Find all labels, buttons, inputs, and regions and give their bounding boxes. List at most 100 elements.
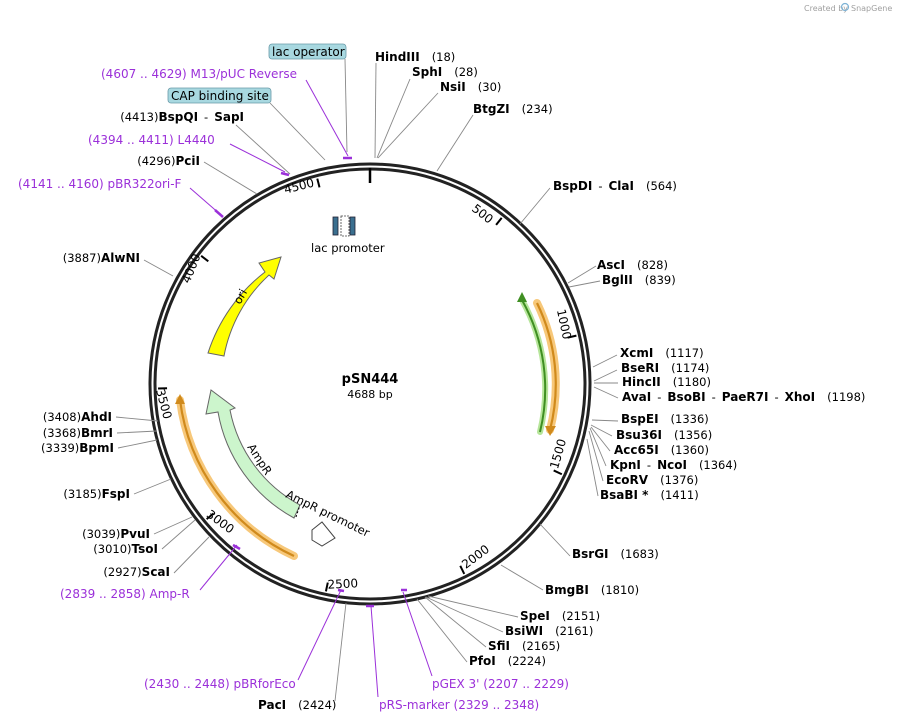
enzyme-connector	[567, 265, 597, 284]
enzyme-connector	[589, 427, 607, 467]
primer-label[interactable]: pGEX 3' (2207 .. 2229)	[432, 677, 569, 691]
enzyme-name: PfoI	[469, 654, 496, 668]
enzyme-site-label[interactable]: BsiWI(2161)	[505, 624, 593, 638]
enzyme-name: TsoI	[132, 542, 158, 556]
enzyme-name: Bsu36I	[616, 428, 662, 442]
lac-promoter-feature[interactable]	[332, 216, 339, 236]
enzyme-site-label[interactable]: EcoRV(1376)	[606, 473, 698, 487]
enzyme-position: (839)	[645, 273, 676, 287]
lac-operator-feature[interactable]	[349, 216, 356, 236]
enzyme-site-label[interactable]: BspDI-ClaI(564)	[553, 179, 677, 193]
enzyme-site-label[interactable]: BseRI(1174)	[621, 361, 709, 375]
enzyme-name: BspQI	[159, 110, 199, 124]
enzyme-position: (4296)	[137, 154, 175, 168]
primer-label[interactable]: (4607 .. 4629) M13/pUC Reverse	[101, 67, 297, 81]
enzyme-name: XhoI	[785, 390, 816, 404]
enzyme-site-label[interactable]: PacI(2424)	[258, 698, 336, 712]
primer-arc-left	[178, 399, 295, 557]
enzyme-position: (28)	[454, 65, 478, 79]
primer-label[interactable]: (2839 .. 2858) Amp-R	[60, 587, 190, 601]
enzyme-position: (3368)	[43, 426, 81, 440]
enzyme-connector	[590, 424, 613, 437]
primer-label[interactable]: (4141 .. 4160) pBR322ori-F	[18, 177, 182, 191]
scale-tick	[324, 582, 329, 592]
enzyme-name: BglII	[602, 273, 633, 287]
enzyme-connector	[203, 161, 258, 195]
enzyme-site-label[interactable]: (3010)TsoI	[93, 542, 158, 556]
enzyme-position: (564)	[646, 179, 677, 193]
enzyme-name: BsiWI	[505, 624, 543, 638]
enzyme-connector	[377, 92, 439, 159]
enzyme-site-label[interactable]: (2927)ScaI	[103, 565, 170, 579]
enzyme-site-label[interactable]: (3887)AlwNI	[63, 251, 140, 265]
enzyme-position: (2224)	[508, 654, 546, 668]
credit-brand: SnapGene	[851, 4, 892, 13]
primer-label[interactable]: (2430 .. 2448) pBRforEco	[144, 677, 296, 691]
enzyme-name: NsiI	[440, 80, 466, 94]
enzyme-site-label[interactable]: Acc65I(1360)	[614, 443, 709, 457]
enzyme-site-label[interactable]: Bsu36I(1356)	[616, 428, 712, 442]
enzyme-site-label[interactable]: BspEI (1336)	[621, 412, 709, 426]
ampr-feature[interactable]	[205, 389, 301, 519]
ampr-promoter-feature[interactable]	[311, 521, 336, 547]
enzyme-name: PaeR7I	[722, 390, 769, 404]
enzyme-site-label[interactable]: (3368)BmrI	[43, 426, 113, 440]
enzyme-site-label[interactable]: BsrGI(1683)	[572, 547, 659, 561]
enzyme-site-label[interactable]: (4296)PciI	[137, 154, 200, 168]
enzyme-site-label[interactable]: SphI(28)	[412, 65, 478, 79]
enzyme-site-label[interactable]: KpnI-NcoI(1364)	[610, 458, 737, 472]
ori-feature[interactable]	[207, 256, 282, 357]
enzyme-name: BtgZI	[473, 102, 510, 116]
enzyme-position: (1336)	[671, 412, 709, 426]
enzyme-site-label[interactable]: BmgBI(1810)	[545, 583, 639, 597]
enzyme-site-label[interactable]: AvaI-BsoBI-PaeR7I-XhoI(1198)	[622, 390, 865, 404]
lac-operator-box[interactable]	[268, 43, 347, 60]
enzyme-site-label[interactable]: BtgZI (234)	[473, 102, 553, 116]
enzyme-position: (1683)	[621, 547, 659, 561]
scale-tick-label: 4000	[179, 252, 203, 286]
enzyme-site-label[interactable]: XcmI(1117)	[620, 346, 704, 360]
enzyme-connector	[143, 259, 174, 277]
enzyme-name: BseRI	[621, 361, 659, 375]
enzyme-separator: -	[598, 179, 602, 193]
enzyme-site-label[interactable]: (3408)AhdI	[43, 410, 112, 424]
enzyme-name: BmgBI	[545, 583, 589, 597]
enzyme-name: Acc65I	[614, 443, 659, 457]
enzyme-site-label[interactable]: HincII(1180)	[622, 375, 711, 389]
enzyme-site-label[interactable]: SpeI(2151)	[520, 609, 600, 623]
enzyme-name: HindIII	[375, 50, 420, 64]
enzyme-site-label[interactable]: BsaBI *(1411)	[600, 488, 699, 502]
primer-label[interactable]: pRS-marker (2329 .. 2348)	[379, 698, 539, 712]
enzyme-site-label[interactable]: BglII (839)	[602, 273, 676, 287]
enzyme-name: KpnI	[610, 458, 641, 472]
enzyme-connector	[592, 354, 618, 368]
primer-connector	[229, 143, 286, 173]
enzyme-position: (3339)	[41, 441, 79, 455]
enzyme-site-label[interactable]: NsiI(30)	[440, 80, 501, 94]
enzyme-connector	[161, 519, 196, 550]
enzyme-position: (3408)	[43, 410, 81, 424]
primer-arc-left-glow	[176, 396, 298, 560]
enzyme-site-label[interactable]: (3039)PvuI	[82, 527, 150, 541]
enzyme-position: (4413)	[120, 110, 158, 124]
enzyme-site-label[interactable]: (3339)BpmI	[41, 441, 114, 455]
enzyme-site-label[interactable]: (3185)FspI	[63, 487, 130, 501]
scale-tick	[567, 334, 577, 339]
enzyme-position: (2165)	[522, 639, 560, 653]
enzyme-name: SapI	[214, 110, 244, 124]
cap-binding-site-box[interactable]	[167, 87, 272, 104]
enzyme-position: (3887)	[63, 251, 101, 265]
scale-tick	[495, 217, 503, 226]
primer-label[interactable]: (4394 .. 4411) L4440	[88, 133, 215, 147]
enzyme-site-label[interactable]: AscI(828)	[597, 258, 668, 272]
enzyme-site-label[interactable]: SfiI(2165)	[488, 639, 560, 653]
primer-site-mark	[280, 171, 290, 177]
enzyme-site-label[interactable]: PfoI (2224)	[469, 654, 546, 668]
enzyme-site-label[interactable]: (4413)BspQI-SapI	[120, 110, 244, 124]
enzyme-separator: -	[774, 390, 778, 404]
enzyme-position: (18)	[432, 50, 456, 64]
enzyme-name: BspEI	[621, 412, 659, 426]
enzyme-site-label[interactable]: HindIII (18)	[375, 50, 455, 64]
enzyme-position: (234)	[522, 102, 553, 116]
enzyme-connector	[425, 596, 504, 633]
